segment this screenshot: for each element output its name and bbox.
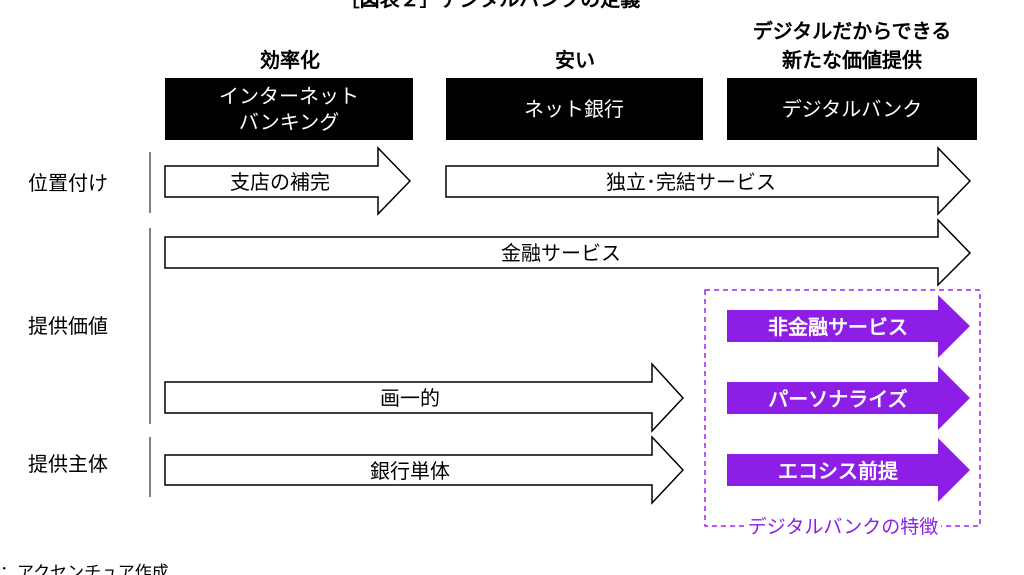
arrow-personalize — [727, 366, 970, 430]
arrow-uniform — [164, 362, 685, 433]
arrow-independent-service — [445, 146, 972, 216]
net-bank-label: ネット銀行 — [524, 97, 624, 121]
arrow-ecosystem — [727, 438, 970, 502]
column-heading-new-value-line1: デジタルだからできる — [753, 19, 952, 43]
arrow-bank-alone-label: 銀行単体 — [370, 459, 450, 483]
column-heading-efficiency: 効率化 — [260, 48, 320, 72]
internet-banking-box — [165, 78, 413, 140]
internet-banking-label-line2: バンキング — [239, 110, 339, 134]
net-bank-box — [446, 78, 703, 140]
arrow-non-financial-services — [727, 295, 970, 358]
figure-title: ［図表２］デジタルバンクの定義 — [340, 0, 641, 11]
internet-banking-label-line1: インターネット — [219, 84, 359, 108]
digital-bank-box — [727, 78, 977, 140]
row-label-value: 提供価値 — [28, 314, 108, 338]
row-label-positioning: 位置付け — [28, 171, 108, 195]
column-heading-new-value-line2: 新たな価値提供 — [782, 48, 922, 72]
arrow-bank-alone — [164, 435, 685, 505]
digital-bank-label: デジタルバンク — [782, 97, 923, 121]
arrow-financial-services — [164, 218, 972, 287]
row-label-provider: 提供主体 — [28, 452, 108, 476]
features-caption-background — [745, 514, 941, 538]
arrow-financial-services-label: 金融サービス — [501, 241, 621, 265]
source-note: ：アクセンチュア作成 — [0, 563, 169, 575]
arrow-branch-complement — [164, 146, 412, 216]
arrow-branch-complement-label: 支店の補完 — [230, 170, 330, 194]
arrow-uniform-label: 画一的 — [380, 386, 440, 410]
column-heading-cheap: 安い — [555, 48, 595, 72]
arrow-ecosystem-label: エコシス前提 — [778, 459, 899, 483]
features-caption: デジタルバンクの特徴 — [748, 516, 939, 538]
arrow-non-financial-services-label: 非金融サービス — [768, 315, 908, 339]
arrow-independent-service-label: 独立･完結サービス — [606, 170, 776, 194]
arrow-personalize-label: パーソナライズ — [768, 387, 907, 411]
